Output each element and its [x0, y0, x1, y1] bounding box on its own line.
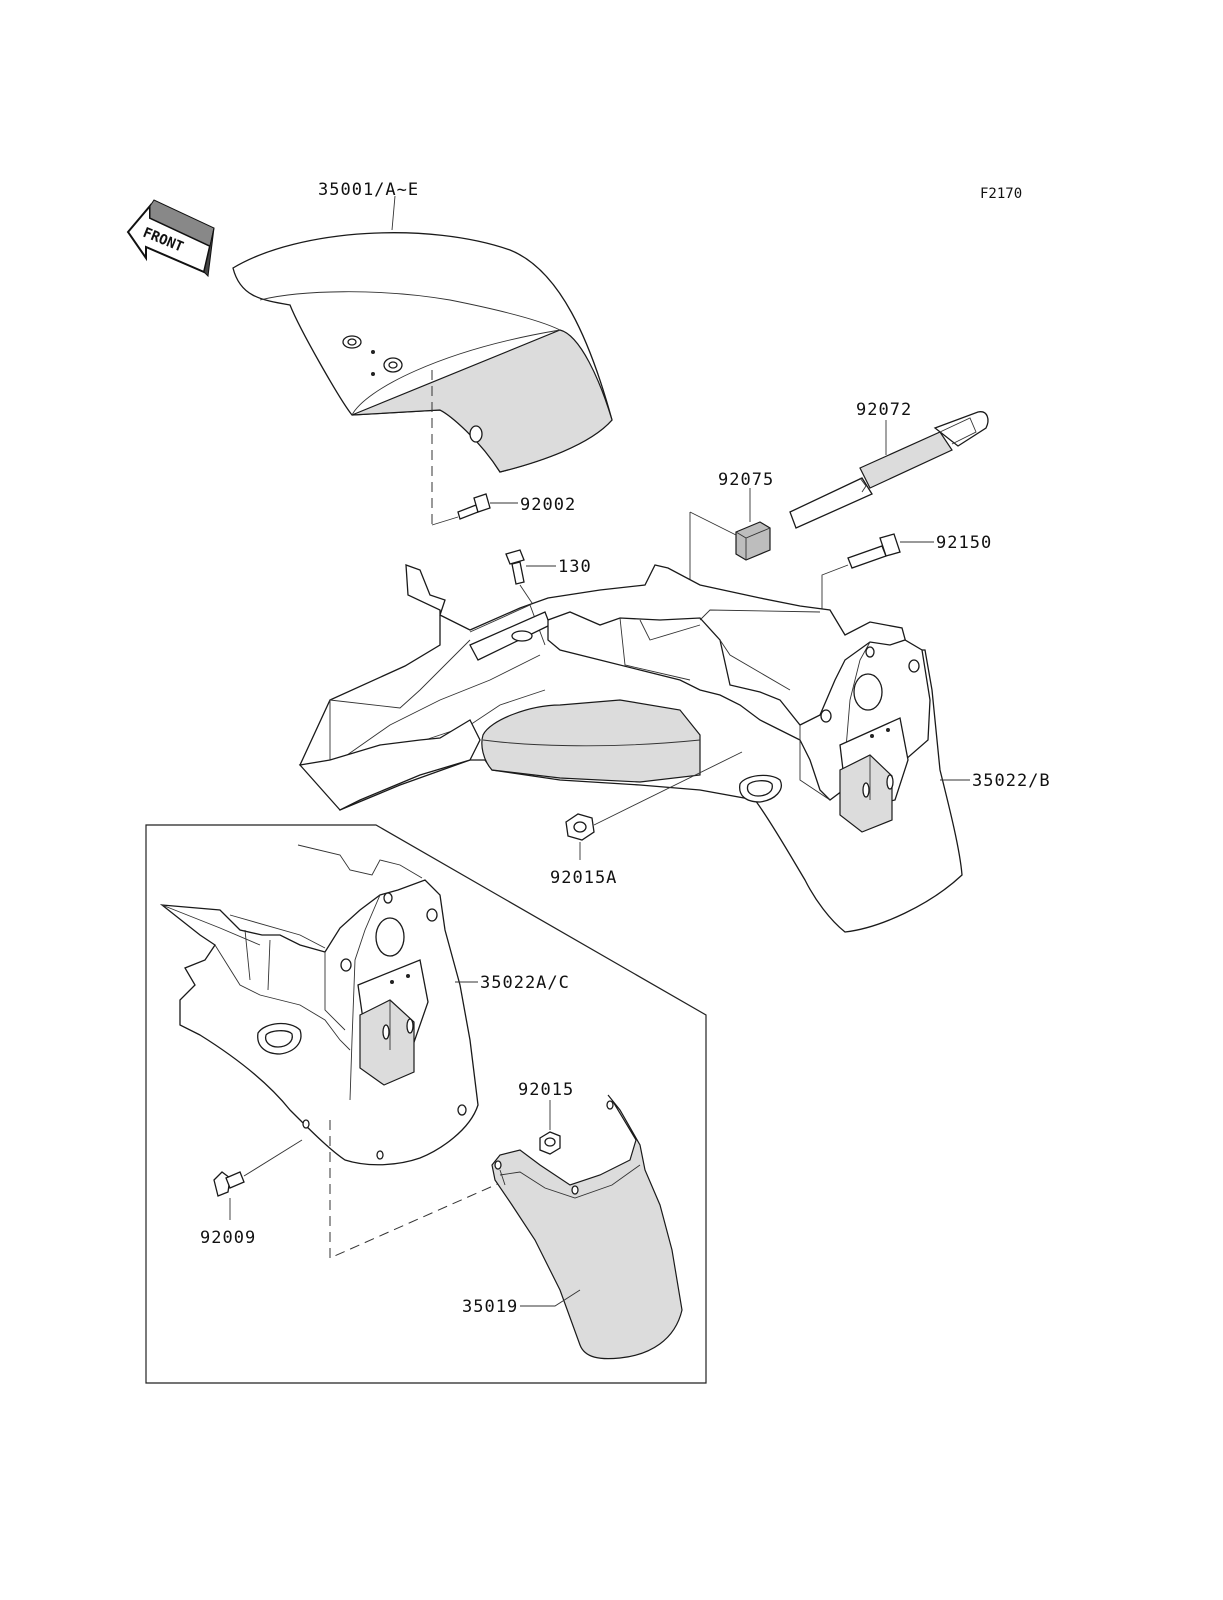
diagram-code: F2170 [980, 186, 1022, 202]
bolt-92150-icon [847, 533, 901, 569]
rear-fender-35022b [298, 564, 963, 933]
bolt-92002-icon [457, 493, 491, 520]
label-92075: 92075 [718, 470, 774, 490]
bolt-130-icon [505, 549, 525, 585]
label-35022b: 35022/B [972, 771, 1051, 791]
front-fender [232, 232, 613, 473]
flap-35019 [491, 1094, 683, 1360]
label-35019: 35019 [462, 1297, 518, 1317]
label-92009: 92009 [200, 1228, 256, 1248]
screw-92009-icon [213, 1171, 245, 1197]
nut-92015-icon [539, 1131, 561, 1155]
label-92015: 92015 [518, 1080, 574, 1100]
label-35022ac: 35022A/C [480, 973, 570, 993]
label-92150: 92150 [936, 533, 992, 553]
label-35001: 35001/A~E [318, 180, 419, 200]
label-92015a: 92015A [550, 868, 617, 888]
label-92072: 92072 [856, 400, 912, 420]
detail-leader-dash [329, 1120, 503, 1259]
strap-92072-icon [789, 411, 989, 529]
front-arrow-icon: FRONT [126, 199, 215, 278]
detail-box [145, 824, 707, 1384]
rear-fender-35022ac [159, 844, 479, 1166]
label-92002: 92002 [520, 495, 576, 515]
nut-92015a-icon [565, 813, 595, 841]
cushion-92075-icon [735, 521, 771, 561]
label-130: 130 [558, 557, 592, 577]
